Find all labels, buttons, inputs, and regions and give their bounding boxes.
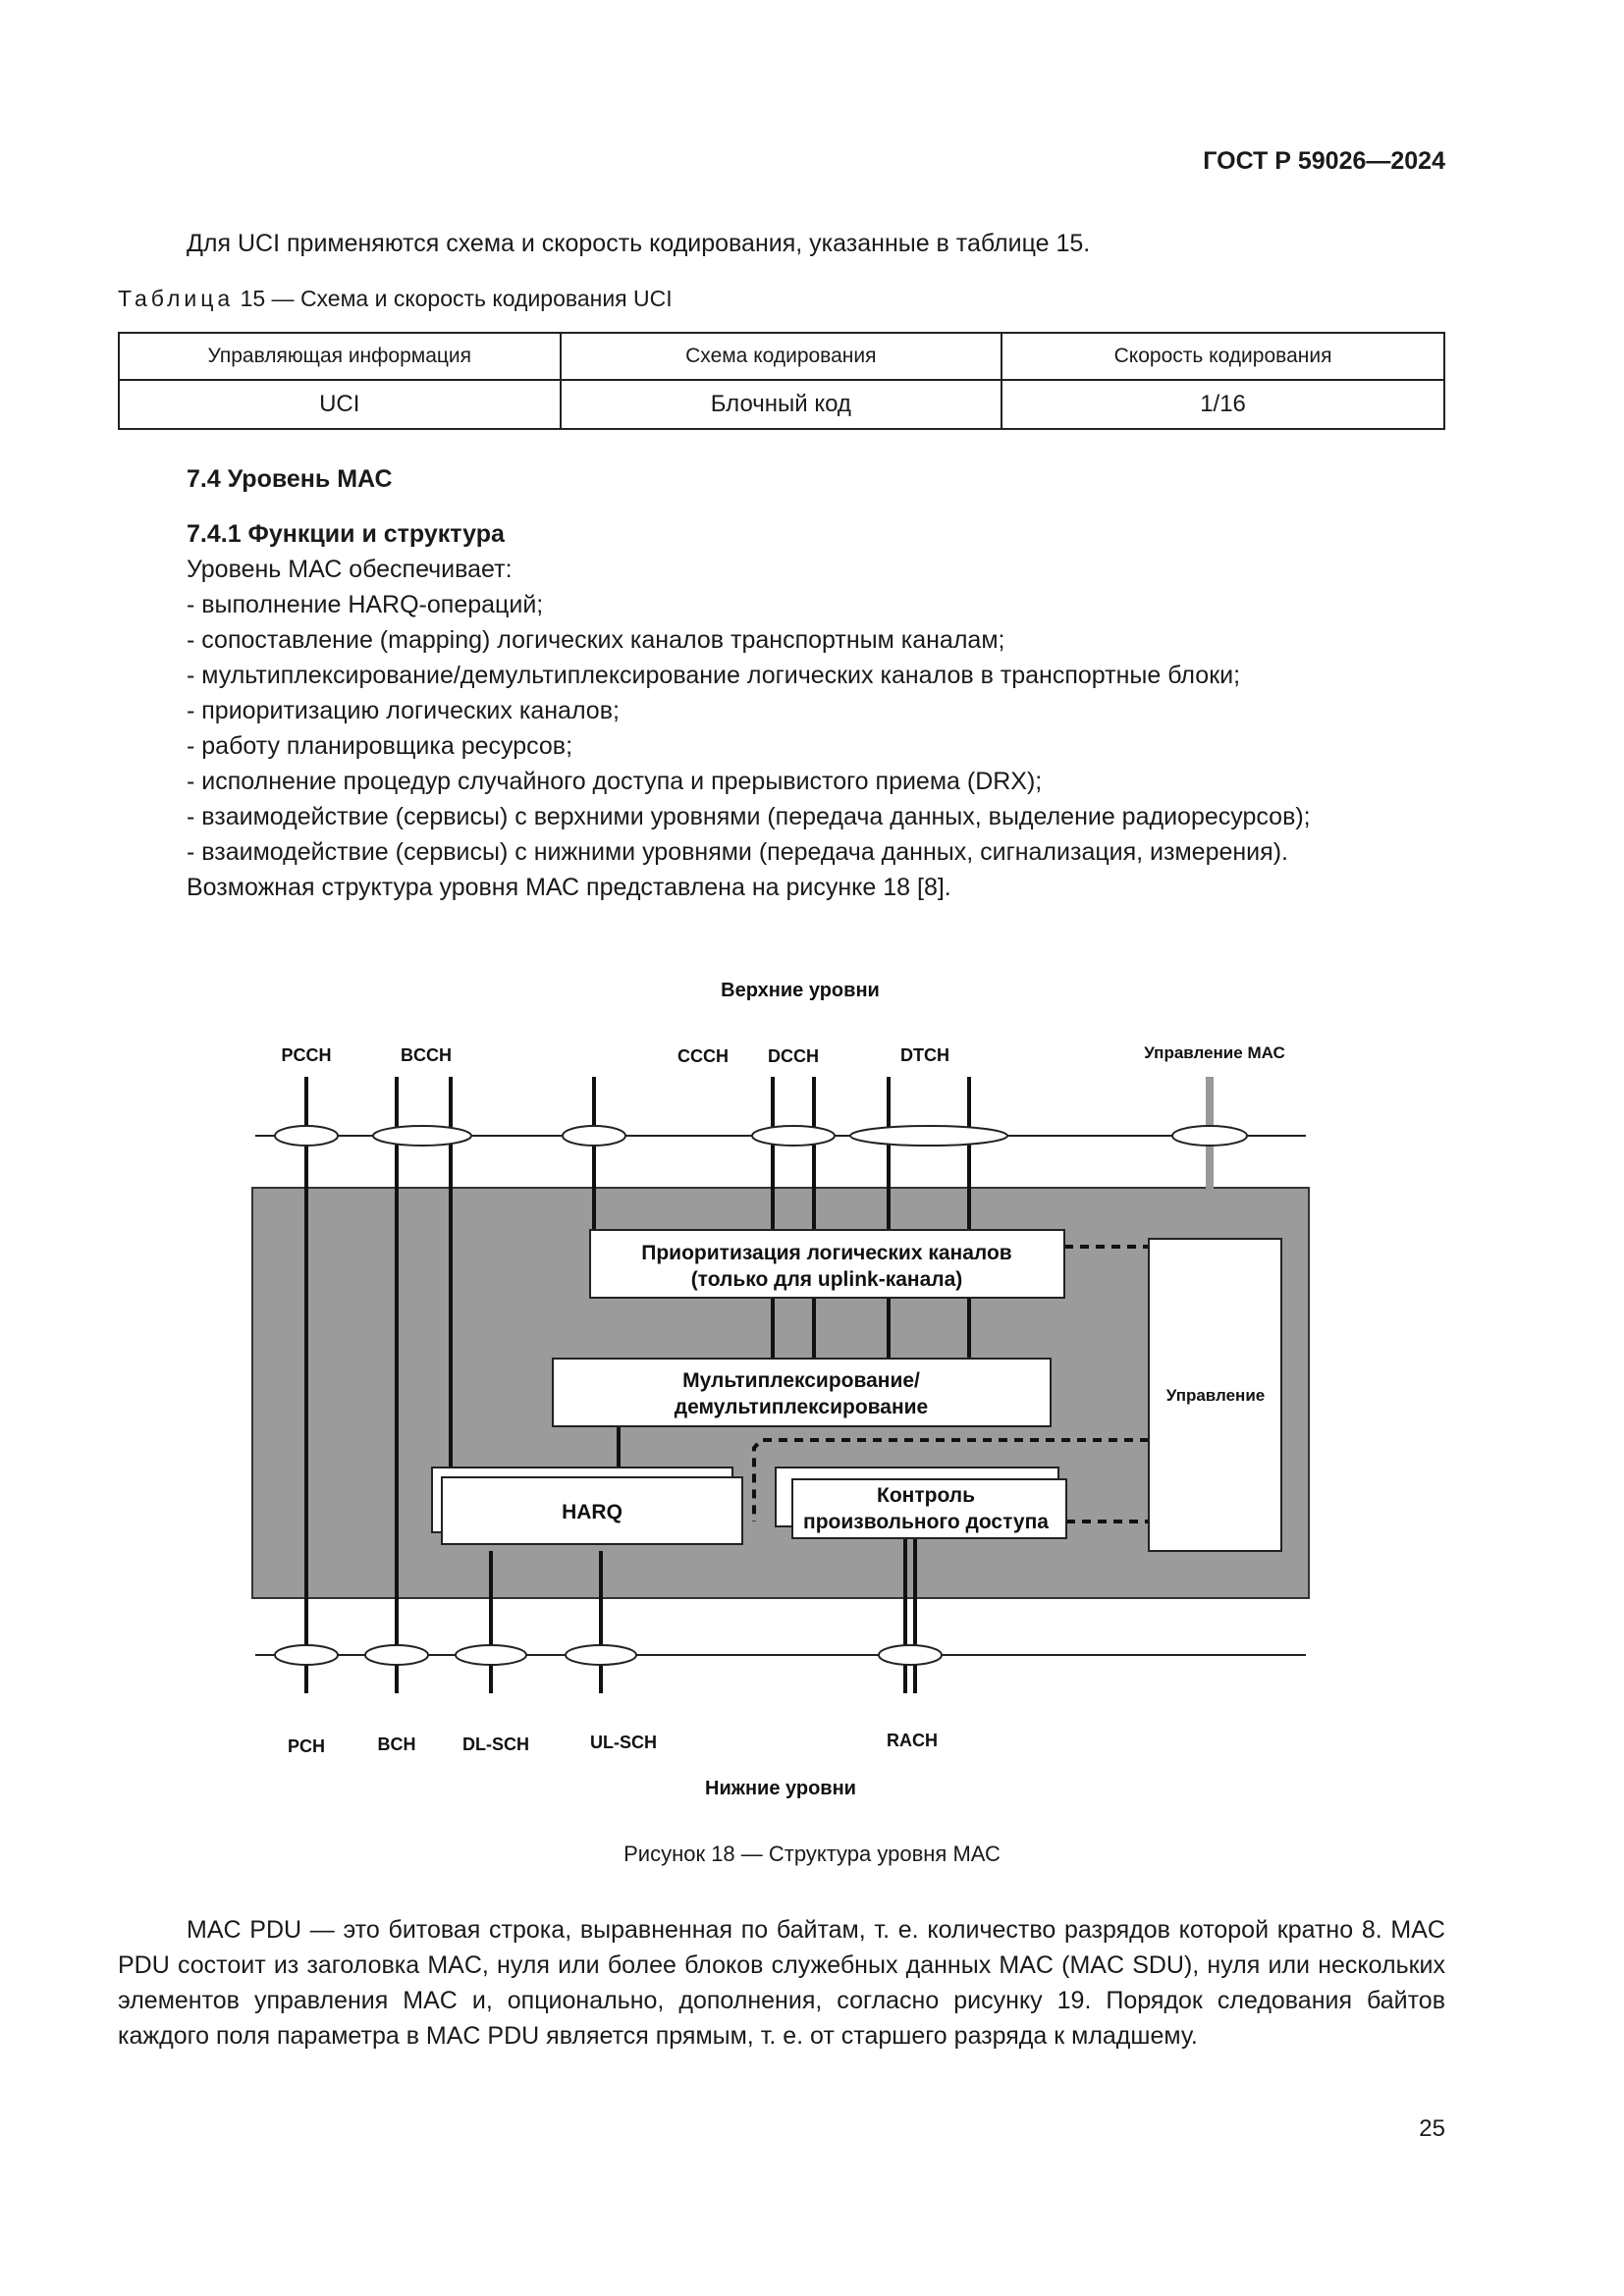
lower-layers-label: Нижние уровни xyxy=(705,1778,856,1799)
list-item: - выполнение HARQ-операций; xyxy=(187,591,544,618)
random-access-label-1: Контроль xyxy=(877,1484,975,1507)
channel-label-ccch: CCCH xyxy=(677,1046,729,1066)
table-header-cell: Управляющая информация xyxy=(118,332,562,381)
page-number: 25 xyxy=(1419,2115,1445,2142)
intro-paragraph: Для UCI применяются схема и скорость код… xyxy=(187,230,1091,257)
prioritization-block xyxy=(589,1229,1065,1299)
upper-sap-ellipses xyxy=(274,1125,1248,1147)
mac-structure-diagram: Приоритизация логических каналов (только… xyxy=(251,980,1310,1799)
figure-reference: Возможная структура уровня МАС представл… xyxy=(187,874,951,901)
channel-label-dcch: DCCH xyxy=(768,1046,819,1066)
table-caption-text: 15 — Схема и скорость кодирования UCI xyxy=(234,286,673,311)
control-label: Управление xyxy=(1166,1386,1265,1405)
list-item: - работу планировщика ресурсов; xyxy=(187,732,573,760)
multiplexing-label-1: Мультиплексирование/ xyxy=(682,1369,920,1392)
random-access-block xyxy=(791,1478,1067,1539)
prioritization-label-1: Приоритизация логических каналов xyxy=(641,1242,1012,1264)
channel-label-bch: BCH xyxy=(378,1735,416,1754)
section-heading: 7.4 Уровень МАС xyxy=(187,465,393,493)
list-item: - исполнение процедур случайного доступа… xyxy=(187,768,1043,795)
table-caption-prefix: Таблица xyxy=(118,286,235,311)
channel-label-mac-control: Управление МАС xyxy=(1144,1043,1284,1062)
list-item: - приоритизацию логических каналов; xyxy=(187,697,620,724)
list-item: - взаимодействие (сервисы) с верхними ур… xyxy=(187,803,1311,830)
list-item: - взаимодействие (сервисы) с нижними уро… xyxy=(187,838,1288,866)
table-header-cell: Схема кодирования xyxy=(559,332,1003,381)
table-cell: Блочный код xyxy=(559,379,1003,430)
lower-sap-ellipses xyxy=(274,1644,943,1666)
table-cell: 1/16 xyxy=(1001,379,1445,430)
channel-label-pch: PCH xyxy=(288,1736,325,1756)
coding-table: Управляющая информация Схема кодирования… xyxy=(118,332,1445,430)
channel-label-dlsch: DL-SCH xyxy=(462,1735,529,1754)
table-header-cell: Скорость кодирования xyxy=(1001,332,1445,381)
figure-caption: Рисунок 18 — Структура уровня МАС xyxy=(623,1842,1001,1866)
standard-number: ГОСТ Р 59026—2024 xyxy=(1203,147,1445,175)
table-cell: UCI xyxy=(118,379,562,430)
control-block xyxy=(1148,1238,1282,1552)
harq-block xyxy=(441,1476,743,1545)
table-row: UCI Блочный код 1/16 xyxy=(118,379,1445,430)
list-lead: Уровень МАС обеспечивает: xyxy=(187,556,513,583)
channel-label-rach: RACH xyxy=(887,1731,938,1750)
channel-label-bcch: BCCH xyxy=(401,1045,452,1065)
list-item: - мультиплексирование/демультиплексирова… xyxy=(187,662,1241,689)
harq-label: HARQ xyxy=(562,1501,623,1523)
body-text: MAC PDU — это битовая строка, выравненна… xyxy=(118,1912,1445,2054)
channel-label-dtch: DTCH xyxy=(900,1045,949,1065)
body-paragraph: MAC PDU — это битовая строка, выравненна… xyxy=(118,1916,1445,2050)
channel-label-pcch: PCCH xyxy=(281,1045,331,1065)
multiplexing-block xyxy=(552,1358,1052,1427)
upper-layers-label: Верхние уровни xyxy=(721,980,880,1001)
subsection-heading: 7.4.1 Функции и структура xyxy=(187,520,505,548)
table-caption: Таблица 15 — Схема и скорость кодировани… xyxy=(118,286,673,312)
mac-functions-section: 7.4.1 Функции и структура Уровень МАС об… xyxy=(187,516,1463,905)
random-access-label-2: произвольного доступа xyxy=(803,1511,1049,1533)
multiplexing-label-2: демультиплексирование xyxy=(675,1396,928,1418)
list-item: - сопоставление (mapping) логических кан… xyxy=(187,626,1005,654)
table-header-row: Управляющая информация Схема кодирования… xyxy=(118,332,1445,381)
channel-label-ulsch: UL-SCH xyxy=(590,1733,657,1752)
control-links xyxy=(752,1245,1149,1523)
prioritization-label-2: (только для uplink-канала) xyxy=(691,1268,963,1291)
